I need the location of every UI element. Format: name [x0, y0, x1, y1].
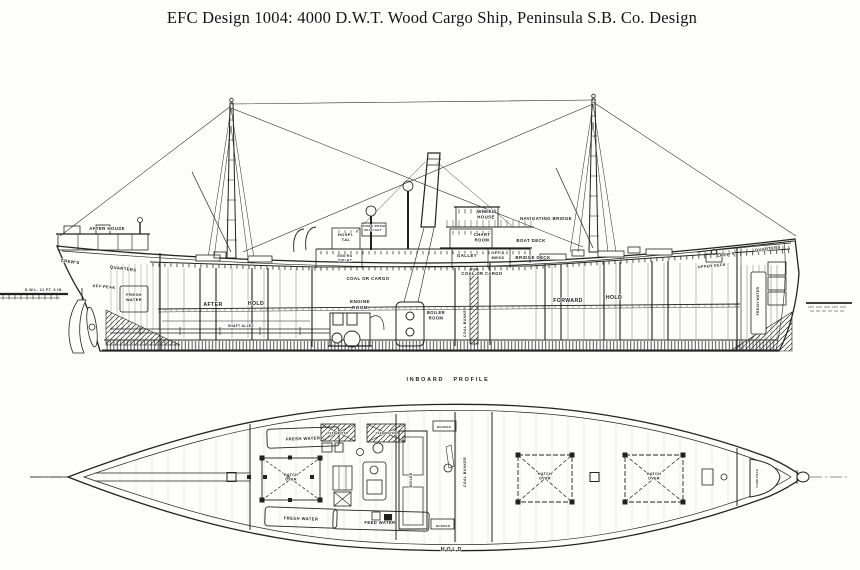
- drawing-title: EFC Design 1004: 4000 D.W.T. Wood Cargo …: [167, 8, 697, 27]
- aft-hatch-over: [259, 455, 323, 503]
- midship-deckhouse: [293, 206, 534, 268]
- navigating-bridge-label: NAVIGATING BRIDGE: [520, 216, 572, 221]
- hold-pillars: [199, 261, 669, 340]
- crew-quarters-fwd-label: CREW'S: [716, 251, 735, 258]
- coal-chute-hatch: [469, 268, 479, 345]
- rudder-icon: [68, 288, 87, 354]
- crew-quarters-fwd-label: QUARTERS: [755, 244, 781, 252]
- fore-peak-tanks: [750, 241, 787, 351]
- bulkheads: [159, 247, 738, 350]
- rigging-stays: [59, 99, 797, 253]
- waterline-right-icon: [806, 302, 852, 312]
- waterline-label: D.W.L. 21 FT. 6 IN.: [25, 288, 63, 292]
- aft-mast-plan: [226, 472, 237, 482]
- upper-deck-label: UPPER DECK: [698, 263, 726, 269]
- forward-hold-frames: [533, 263, 733, 339]
- after-hold-label: AFTER: [203, 302, 222, 308]
- coal-or-cargo-fwd-label: COAL OR CARGO: [461, 271, 503, 276]
- after-hold-label: HOLD: [248, 301, 264, 307]
- deck-hatches: [195, 246, 673, 263]
- crew-quarters-aft-label: QUARTERS: [110, 264, 137, 272]
- bunker-label: BUNKER: [437, 425, 451, 429]
- aft-mast: [191, 97, 255, 259]
- bunker-label: BUNKER: [436, 524, 450, 528]
- bow-stem-cap-icon: [796, 470, 810, 484]
- aft-fresh-water-tank: [119, 285, 149, 313]
- waterline-left-icon: [0, 292, 68, 300]
- inboard-profile-view: AFTER HOUSE CREW'S QUARTERS AFT-PEAK FRESHWA…: [0, 93, 852, 384]
- fresh-water-fwd-label: FRESH WATER: [756, 286, 760, 315]
- fresh-water-tank-label: FRESH WATER: [286, 435, 321, 441]
- feed-water-tank-label: FEED WATER: [364, 520, 395, 525]
- propeller-icon: [86, 306, 98, 348]
- forward-hatch-over-1: [515, 452, 575, 505]
- inboard-profile-caption: INBOARD PROFILE: [406, 377, 489, 383]
- forward-hold-label: HOLD: [606, 295, 622, 301]
- bunker-boxes-plan: [430, 420, 457, 530]
- after-house-label: AFTER HOUSE: [89, 226, 125, 231]
- feed-water-tanks-plan: [320, 423, 406, 443]
- boiler: [395, 227, 435, 347]
- double-bottom-band: [102, 339, 780, 351]
- crew-quarters-aft-label: CREW'S: [60, 258, 79, 265]
- boiler-plan-label: BOILER: [409, 472, 413, 487]
- bridge-deck-label: BRIDGE DECK: [515, 255, 551, 260]
- main-engine: [328, 312, 385, 348]
- ventilator-cowl-icon: [365, 180, 414, 250]
- galley-label: GALLEY: [457, 253, 477, 258]
- after-hold-frames: [162, 268, 310, 338]
- fore-peak-chamber: [749, 458, 781, 498]
- feed-water-tank-label: FEED WATER: [328, 431, 349, 435]
- fore-peak-label: FORE PEAK: [755, 469, 759, 488]
- hold-caption: HOLD: [441, 547, 463, 553]
- plan-labels: FRESH WATER FRESH WATER FEED WATER FEED WAT…: [283, 424, 760, 528]
- forward-hold-label: FORWARD: [553, 298, 583, 304]
- forward-hatch-over-2: [622, 452, 686, 505]
- boat-deck-label: BOAT DECK: [516, 238, 546, 243]
- coal-bunker-label: COAL BUNKER: [463, 307, 467, 337]
- shaft-alley-label: SHAFT ALLEY: [228, 324, 255, 328]
- hospital-label: HOSPI-TAL: [338, 232, 354, 242]
- coal-or-cargo-aft-label: COAL OR CARGO: [347, 276, 390, 281]
- windlass-plan: [701, 468, 728, 486]
- fore-mast-plan: [589, 472, 600, 482]
- fresh-water-tank-label: FRESH WATER: [284, 515, 319, 521]
- aft-peak-label: AFT-PEAK: [92, 283, 116, 290]
- boilers-plan: [398, 430, 455, 530]
- fore-mast: [555, 93, 617, 253]
- stern-deadwood-hatch: [105, 309, 181, 346]
- coal-bunker-plan-label: COAL BUNKER: [463, 457, 467, 487]
- forecastle: [696, 240, 795, 263]
- engine-room-plan: [321, 442, 392, 522]
- hold-plan-view: FRESH WATER FRESH WATER FEED WATER FEED WAT…: [30, 403, 850, 554]
- after-house: [56, 217, 150, 251]
- feed-water-tank-label: FEED WATER: [376, 431, 397, 435]
- funnel-icon: [355, 152, 513, 233]
- propeller-shaft: [110, 320, 330, 335]
